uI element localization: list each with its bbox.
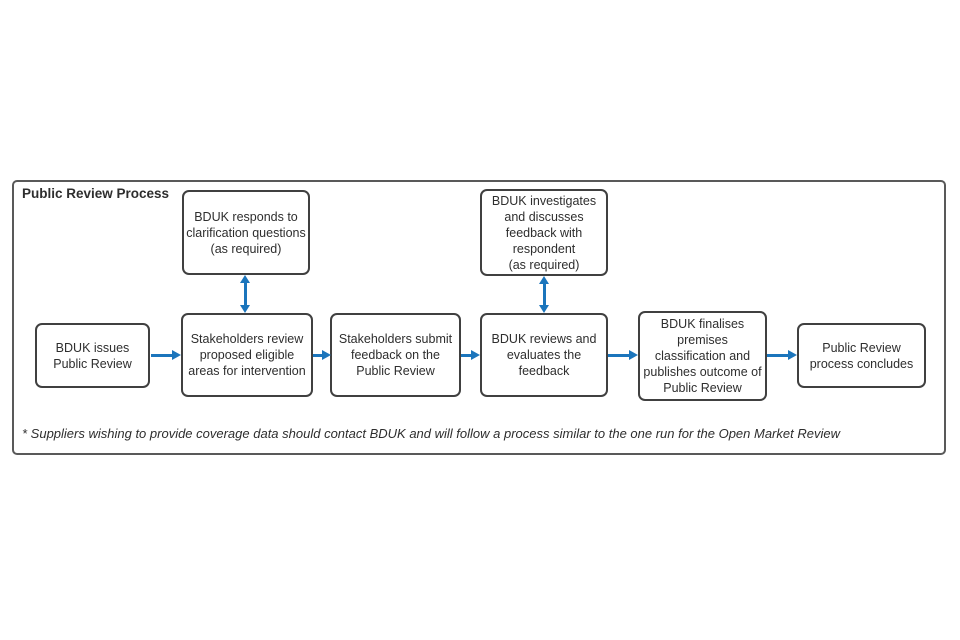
step-public-review-concludes: Public Review process concludes — [797, 323, 926, 388]
step-bduk-finalises-classification: BDUK finalises premises classification a… — [638, 311, 767, 401]
step-stakeholders-submit-feedback: Stakeholders submit feedback on the Publ… — [330, 313, 461, 397]
step-label: BDUK issues Public Review — [53, 340, 132, 371]
double-arrow-vertical-icon — [542, 284, 546, 305]
diagram-footnote: * Suppliers wishing to provide coverage … — [22, 426, 840, 441]
arrow-right-icon — [461, 353, 471, 357]
step-stakeholders-review-areas: Stakeholders review proposed eligible ar… — [181, 313, 313, 397]
arrow-right-icon — [151, 353, 172, 357]
arrow-right-icon — [767, 353, 788, 357]
step-label: BDUK reviews and evaluates the feedback — [491, 332, 597, 378]
step-label: Stakeholders submit feedback on the Publ… — [338, 332, 453, 378]
step-bduk-reviews-feedback: BDUK reviews and evaluates the feedback — [480, 313, 608, 397]
diagram-frame — [12, 180, 946, 455]
step-label: BDUK investigates and discusses feedback… — [491, 193, 597, 272]
arrow-right-icon — [313, 353, 322, 357]
step-label: Public Review process concludes — [809, 340, 914, 371]
step-bduk-investigates-feedback: BDUK investigates and discusses feedback… — [480, 189, 608, 276]
step-label: Stakeholders review proposed eligible ar… — [188, 332, 306, 378]
double-arrow-vertical-icon — [243, 283, 247, 305]
step-label: BDUK finalises premises classification a… — [643, 317, 762, 395]
diagram-title: Public Review Process — [22, 186, 170, 201]
step-bduk-responds-clarification: BDUK responds to clarification questions… — [182, 190, 310, 275]
step-label: BDUK responds to clarification questions… — [186, 209, 306, 256]
arrow-right-icon — [608, 353, 629, 357]
step-bduk-issues-public-review: BDUK issues Public Review — [35, 323, 150, 388]
